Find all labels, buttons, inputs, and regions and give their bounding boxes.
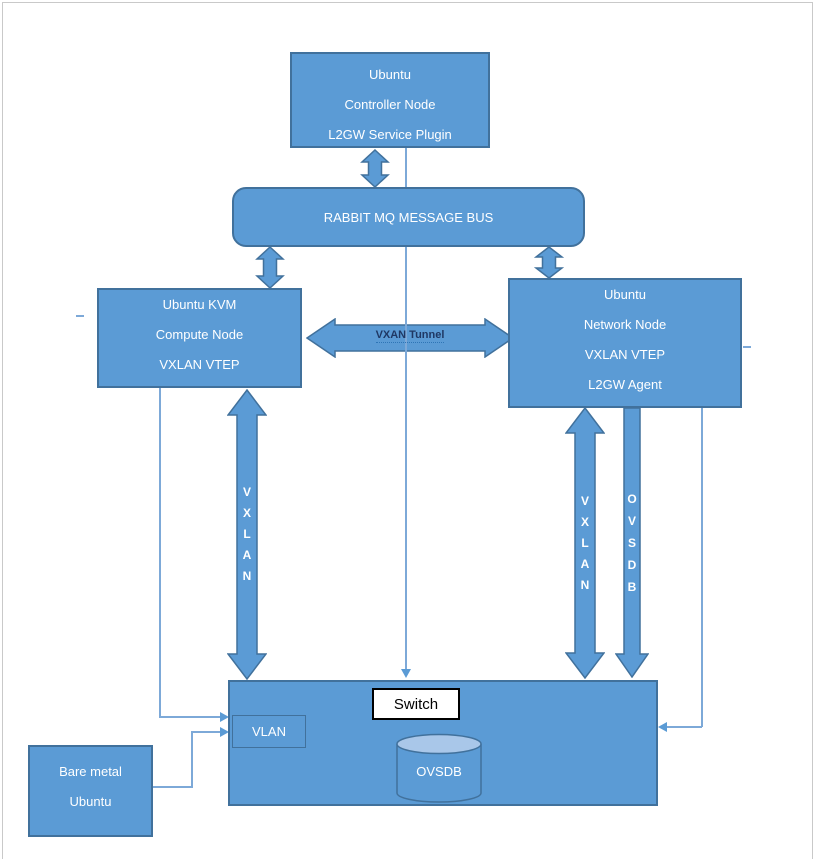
- stub-network-right: [743, 346, 751, 348]
- ovsdb-cylinder-label: OVSDB: [416, 764, 462, 779]
- connector-compute-to-switch-horizontal: [159, 716, 221, 718]
- network-line-1: Ubuntu: [604, 287, 646, 302]
- bus-network-arrow: [534, 246, 564, 279]
- bus-compute-arrow: [255, 246, 285, 289]
- ovsdb-down-arrow-shape: [614, 407, 650, 679]
- controller-line-2: Controller Node: [344, 97, 436, 112]
- compute-node-box: Ubuntu KVM Compute Node VXLAN VTEP: [97, 288, 302, 388]
- switch-label-box: Switch: [372, 688, 460, 720]
- arrowhead-network-to-switch: [658, 722, 667, 732]
- connector-compute-to-switch-vertical: [159, 388, 161, 718]
- ovsdb-down-arrow: O V S D B: [614, 407, 650, 679]
- switch-label-text: Switch: [393, 695, 439, 713]
- vlan-box: VLAN: [232, 715, 306, 748]
- compute-line-1: Ubuntu KVM: [162, 297, 237, 312]
- network-line-2: Network Node: [583, 317, 667, 332]
- message-bus-label: RABBIT MQ MESSAGE BUS: [323, 209, 494, 225]
- compute-line-2: Compute Node: [155, 327, 244, 342]
- network-line-4: L2GW Agent: [588, 377, 662, 392]
- vxlan-left-arrow: V X L A N: [226, 388, 268, 681]
- switch-box: Switch VLAN OVSDB: [228, 680, 658, 806]
- vxlan-tunnel-label: VXAN Tunnel: [375, 329, 445, 343]
- vxlan-right-arrow: V X L A N: [564, 406, 606, 680]
- controller-line-1: Ubuntu: [369, 67, 411, 82]
- arrowhead-baremetal-to-switch: [220, 727, 229, 737]
- connector-network-to-switch-horizontal: [666, 726, 702, 728]
- controller-bus-arrow: [360, 149, 390, 188]
- stub-compute-left: [76, 315, 84, 317]
- ovsdb-cylinder-shape: [396, 733, 482, 803]
- ovsdb-cylinder: OVSDB: [395, 732, 483, 806]
- baremetal-line-1: Bare metal: [59, 764, 122, 779]
- connector-controller-to-bus: [405, 148, 407, 187]
- connector-baremetal-horizontal1: [153, 786, 193, 788]
- compute-line-3: VXLAN VTEP: [159, 357, 240, 372]
- bare-metal-box: Bare metal Ubuntu: [28, 745, 153, 837]
- connector-baremetal-vertical: [191, 732, 193, 788]
- network-line-3: VXLAN VTEP: [584, 347, 666, 362]
- connector-baremetal-horizontal2: [191, 731, 221, 733]
- connector-network-to-switch-vertical: [701, 408, 703, 727]
- arrowhead-bus-to-switch: [401, 669, 411, 678]
- vxlan-left-arrow-shape: [226, 388, 268, 681]
- controller-line-3: L2GW Service Plugin: [328, 127, 452, 142]
- controller-node-box: Ubuntu Controller Node L2GW Service Plug…: [290, 52, 490, 148]
- network-node-box: Ubuntu Network Node VXLAN VTEP L2GW Agen…: [508, 278, 742, 408]
- vlan-label-text: VLAN: [252, 724, 286, 739]
- message-bus-box: RABBIT MQ MESSAGE BUS: [232, 187, 585, 247]
- arrowhead-compute-to-switch: [220, 712, 229, 722]
- baremetal-line-2: Ubuntu: [69, 794, 112, 809]
- connector-bus-to-switch: [405, 247, 407, 670]
- vxlan-right-arrow-shape: [564, 406, 606, 680]
